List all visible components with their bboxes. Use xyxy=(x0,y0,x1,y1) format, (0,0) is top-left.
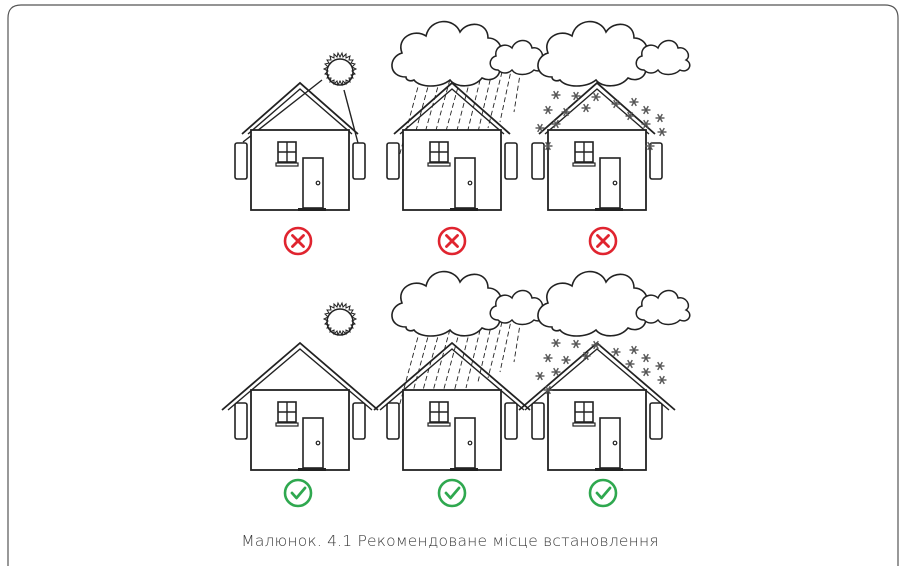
house-roof xyxy=(538,82,656,135)
house-icon xyxy=(386,129,518,212)
cloud-icon xyxy=(391,270,545,337)
check-circle-icon xyxy=(588,478,618,508)
scenario-sun-unprotected xyxy=(234,52,366,212)
figure-caption: Малюнок. 4.1 Рекомендоване місце встанов… xyxy=(241,532,659,550)
cloud-icon xyxy=(391,20,545,87)
house-icon xyxy=(531,129,663,212)
house-roof xyxy=(393,82,511,135)
scenario-rain-unprotected xyxy=(386,20,545,212)
figure-frame xyxy=(7,4,899,566)
check-circle-icon xyxy=(283,478,313,508)
house-icon xyxy=(234,389,366,472)
house-icon xyxy=(531,389,663,472)
house-icon xyxy=(386,389,518,472)
cloud-icon xyxy=(537,20,691,87)
sun-icon xyxy=(323,52,357,86)
scenario-rain-protected xyxy=(373,270,545,472)
cross-circle-icon xyxy=(588,226,618,256)
check-circle-icon xyxy=(437,478,467,508)
sun-icon xyxy=(323,302,357,336)
sun-ray xyxy=(343,89,359,144)
cross-circle-icon xyxy=(437,226,467,256)
cross-circle-icon xyxy=(283,226,313,256)
house-icon xyxy=(234,129,366,212)
cloud-icon xyxy=(537,270,691,337)
scenario-sun-protected xyxy=(221,302,379,472)
house-roof xyxy=(241,82,359,135)
scenario-snow-unprotected xyxy=(531,20,691,212)
scenario-snow-protected xyxy=(518,270,691,472)
